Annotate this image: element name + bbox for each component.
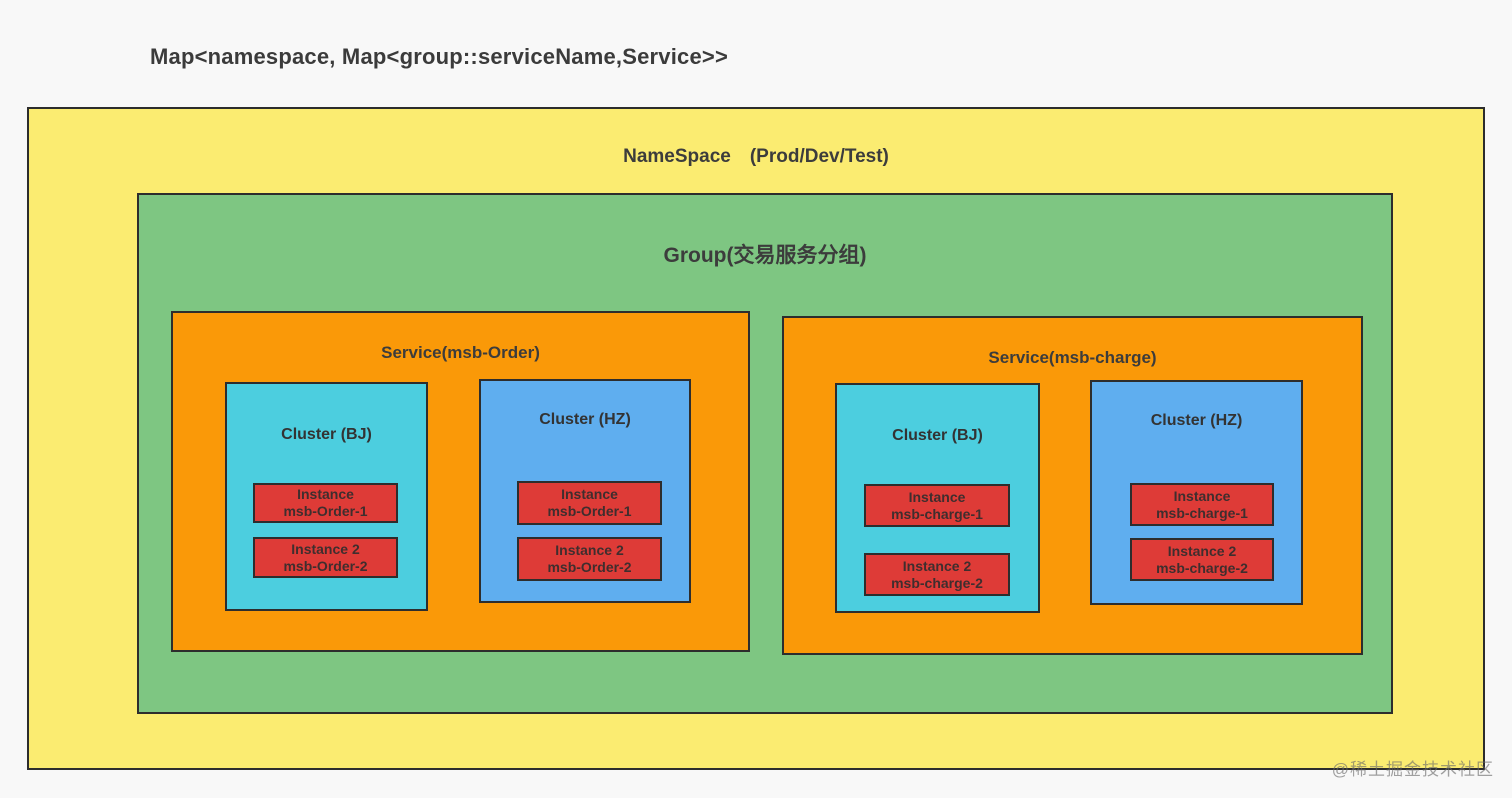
instance-box: Instance msb-Order-1 — [253, 483, 398, 523]
service-label: Service(msb-Order) — [381, 343, 540, 362]
instance-id: msb-Order-2 — [283, 557, 368, 574]
instance-id: msb-charge-1 — [1156, 504, 1248, 521]
group-box: Group(交易服务分组) Service(msb-Order) Cluster… — [137, 193, 1393, 714]
instance-id: msb-Order-1 — [547, 503, 632, 519]
cluster-label: Cluster (BJ) — [281, 426, 372, 443]
instance-box: Instance 2 msb-Order-2 — [517, 537, 662, 581]
instance-name: Instance 2 — [555, 542, 624, 558]
cluster-hz-msb-charge: Cluster (HZ) Instance msb-charge-1 Insta… — [1090, 380, 1303, 605]
cluster-label: Cluster (HZ) — [1150, 412, 1243, 429]
instance-name: Instance 2 — [1167, 542, 1237, 559]
cluster-bj-msb-charge: Cluster (BJ) Instance msb-charge-1 Insta… — [835, 383, 1040, 613]
instance-name: Instance — [561, 486, 618, 502]
namespace-label: NameSpace (Prod/Dev/Test) — [623, 146, 889, 167]
instance-id: msb-charge-2 — [1156, 559, 1248, 576]
instance-box: Instance msb-charge-1 — [864, 484, 1010, 527]
juejin-watermark: @稀土掘金技术社区 — [1331, 760, 1494, 779]
service-box-msb-charge: Service(msb-charge) Cluster (BJ) Instanc… — [782, 316, 1363, 655]
instance-box: Instance 2 msb-charge-2 — [864, 553, 1010, 596]
cluster-bj-msb-order: Cluster (BJ) Instance msb-Order-1 Instan… — [225, 382, 428, 611]
instance-name: Instance — [297, 486, 354, 502]
instance-id: msb-Order-1 — [283, 503, 368, 519]
instance-id: msb-Order-2 — [547, 559, 632, 575]
instance-box: Instance 2 msb-charge-2 — [1130, 538, 1274, 581]
group-label: Group(交易服务分组) — [663, 244, 867, 267]
service-label: Service(msb-charge) — [988, 348, 1157, 367]
instance-id: msb-charge-2 — [891, 574, 983, 591]
namespace-box: NameSpace (Prod/Dev/Test) Group(交易服务分组) … — [27, 107, 1485, 770]
cluster-label: Cluster (BJ) — [892, 427, 983, 444]
instance-box: Instance 2 msb-Order-2 — [253, 537, 398, 578]
instance-name: Instance — [1173, 487, 1231, 504]
instance-box: Instance msb-charge-1 — [1130, 483, 1274, 526]
cluster-label: Cluster (HZ) — [539, 411, 631, 428]
cluster-hz-msb-order: Cluster (HZ) Instance msb-Order-1 Instan… — [479, 379, 691, 603]
page-title: Map<namespace, Map<group::serviceName,Se… — [150, 44, 729, 69]
instance-id: msb-charge-1 — [891, 505, 983, 522]
service-box-msb-order: Service(msb-Order) Cluster (BJ) Instance… — [171, 311, 750, 652]
instance-name: Instance 2 — [291, 540, 360, 557]
instance-name: Instance 2 — [902, 557, 972, 574]
instance-name: Instance — [908, 488, 966, 505]
instance-box: Instance msb-Order-1 — [517, 481, 662, 525]
